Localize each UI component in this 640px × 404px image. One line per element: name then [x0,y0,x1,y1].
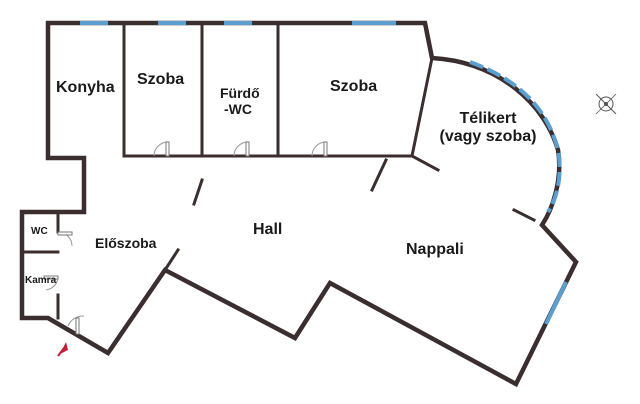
room-label-eloszoba: Előszoba [95,235,157,251]
compass-icon [595,93,617,115]
door-furdo [233,141,250,157]
room-label-wc: WC [31,226,48,237]
room-label-kamra: Kamra [25,275,57,286]
room-label-konyha: Konyha [56,79,115,96]
room-label-furdo-line2: -WC [224,101,252,118]
room-label-telikert: Télikert (vagy szoba) [436,110,540,147]
door-wc [57,231,73,247]
telikert-wall [410,56,441,173]
room-label-szoba: Szoba [137,71,185,88]
room-label-furdo-line1: Fürdő [220,85,260,101]
hall-stub [192,178,204,206]
telikert-stub [511,207,537,223]
kitchen-wall [122,21,414,158]
room-label-furdo: Fürdő -WC [220,85,260,118]
window-curved [469,60,562,214]
room-label-telikert-line2: (vagy szoba) [439,128,537,146]
room-label-hall: Hall [253,221,283,238]
room-label-nappali: Nappali [406,241,464,258]
room-label-szoba2: Szoba [330,78,378,95]
door-szoba2 [311,141,328,157]
entrance-arrow-icon [57,342,68,357]
door-kamra [43,275,59,291]
room-label-telikert-line1: Télikert [459,110,517,127]
door-szoba [153,141,170,157]
outer-wall [19,20,579,388]
nappali-stub [370,158,388,192]
door-entrance [67,315,85,335]
window [544,281,568,325]
eloszoba-hall-wall [162,247,181,273]
